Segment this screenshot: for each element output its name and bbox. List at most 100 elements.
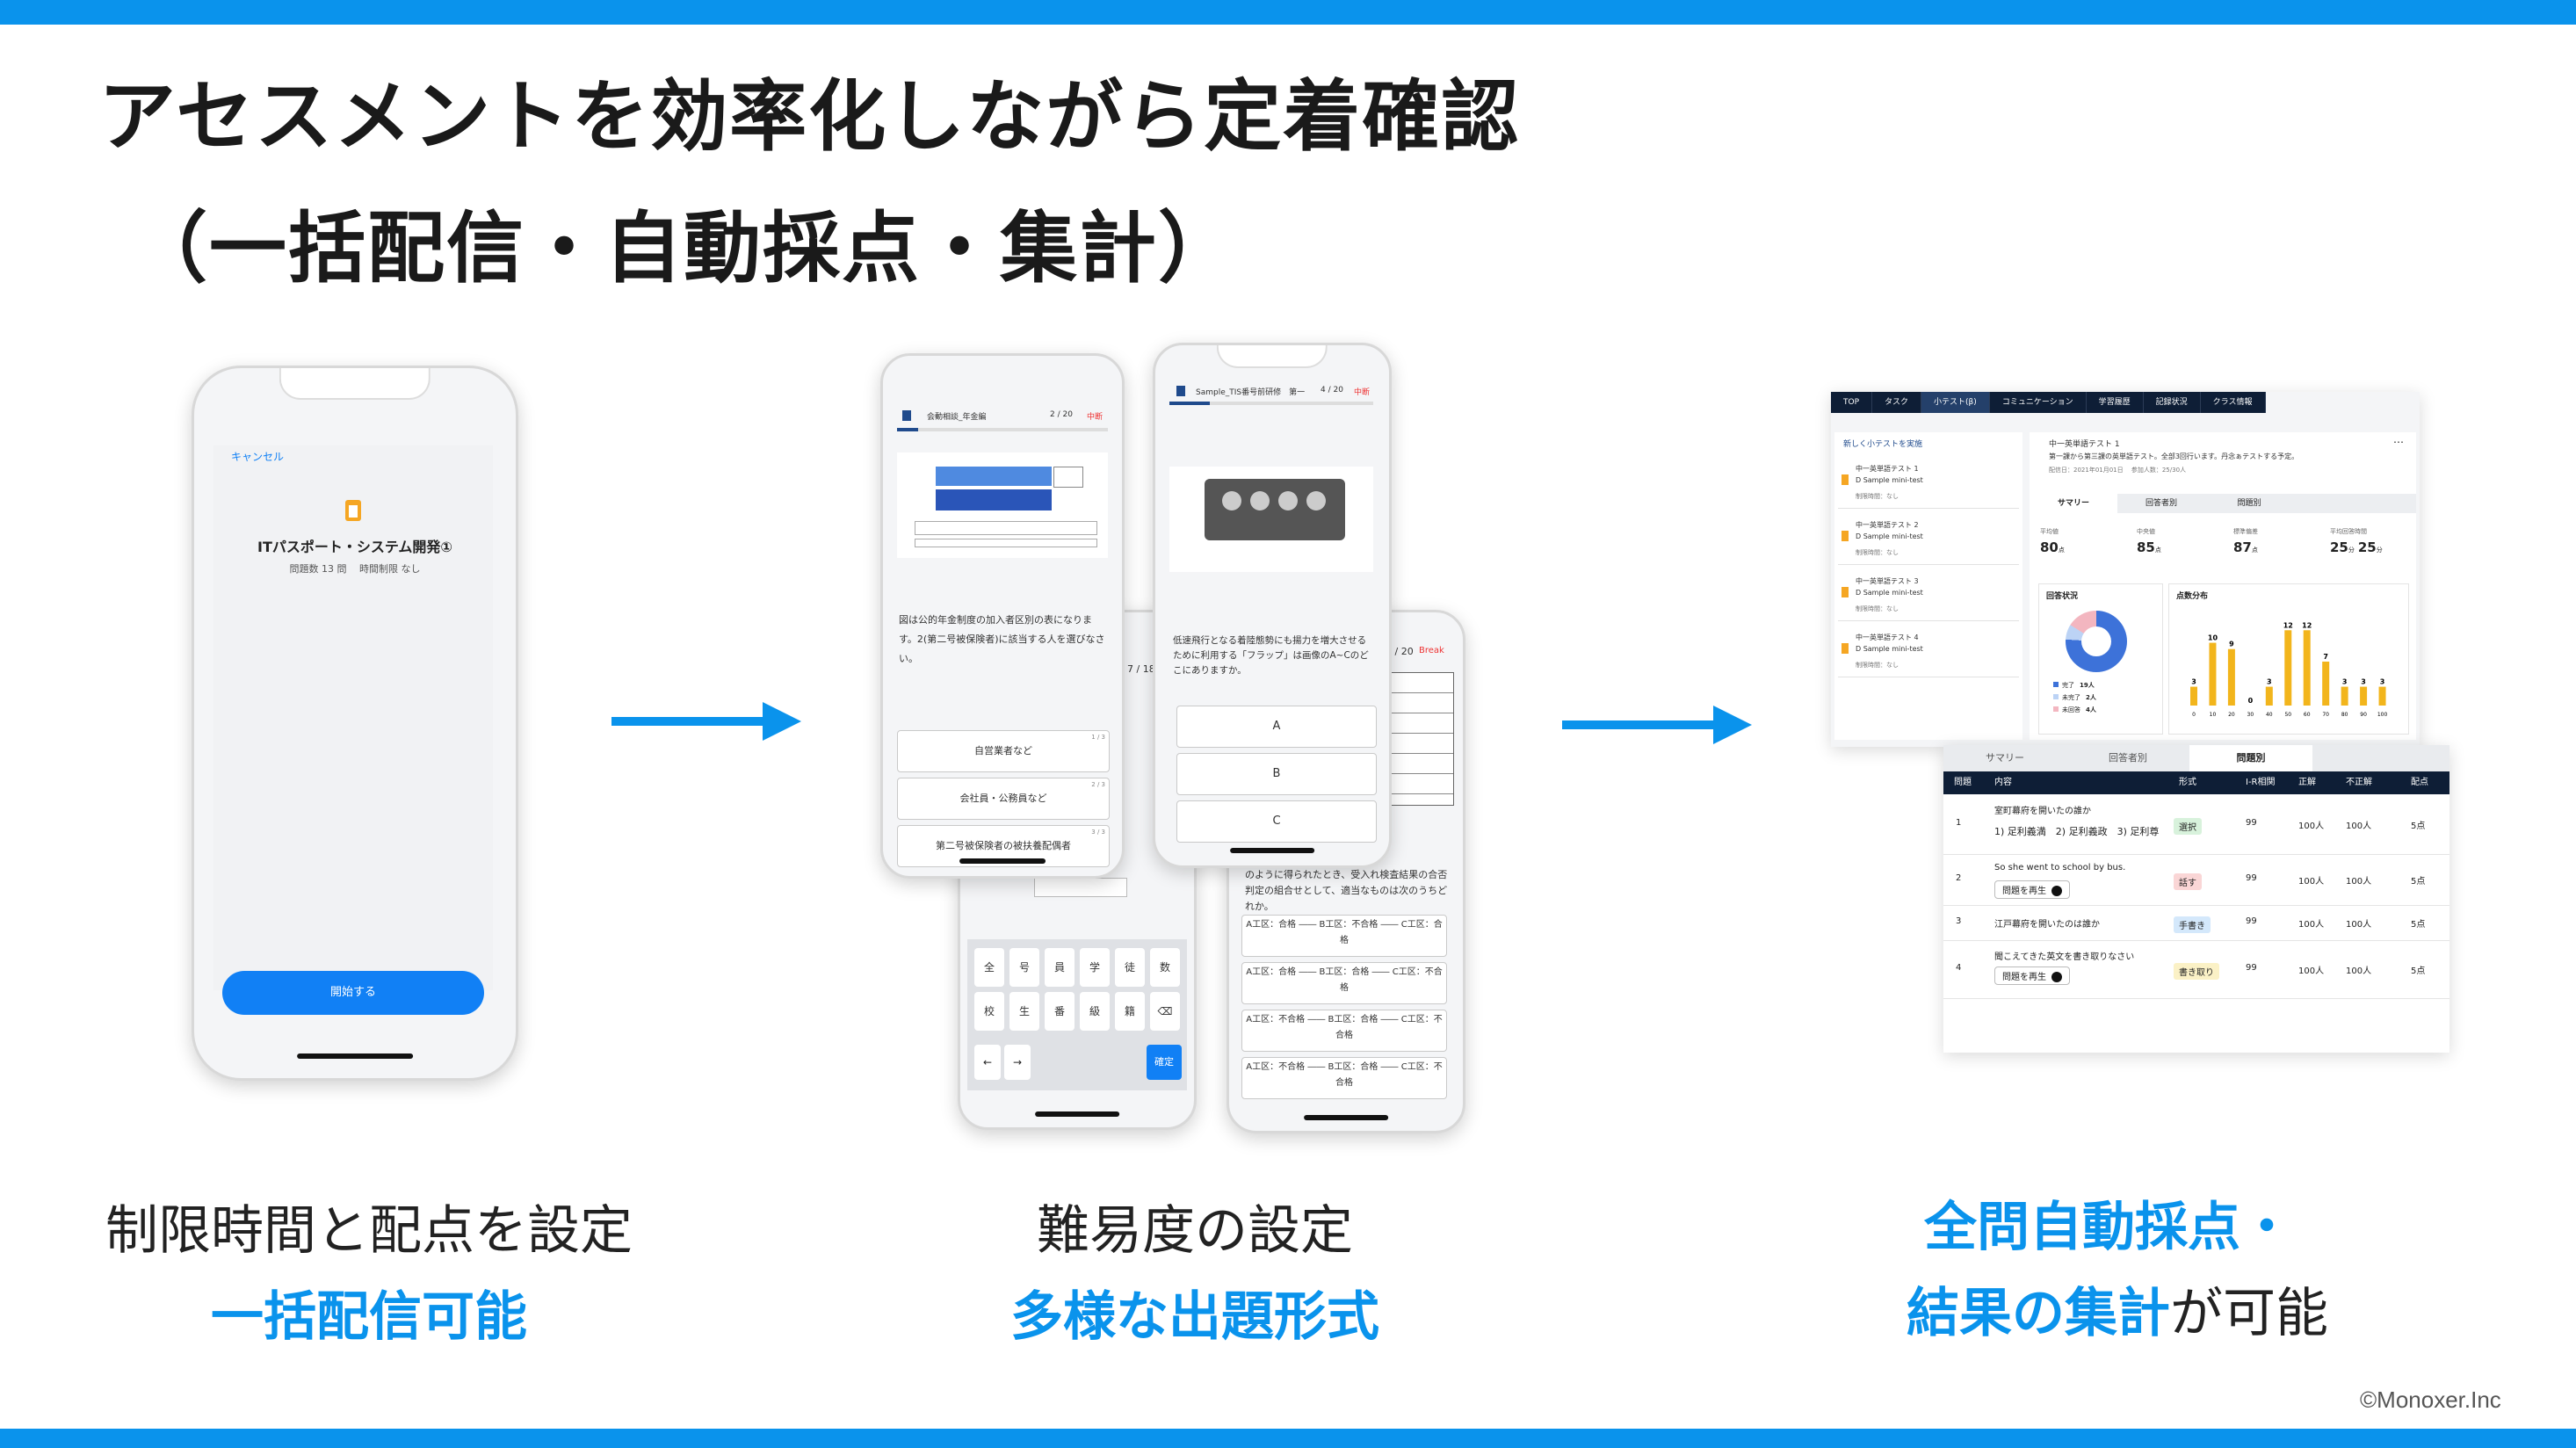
summary-tab[interactable]: 問題別	[2237, 499, 2261, 508]
stop-link[interactable]: 中断	[1087, 413, 1103, 422]
phone-notch	[1216, 345, 1328, 368]
keyboard-key[interactable]: 数	[1150, 948, 1180, 987]
cell-ng: 100人	[2346, 877, 2372, 887]
summary-tab[interactable]: 回答者別	[2145, 499, 2177, 508]
table-tab[interactable]: 問題別	[2189, 745, 2312, 771]
play-icon	[2051, 972, 2062, 982]
slide-title-line1: アセスメントを効率化しながら定着確認	[98, 71, 1521, 162]
answer-choice[interactable]: B	[1176, 753, 1377, 795]
histogram-bar	[2265, 686, 2273, 706]
keyboard-key[interactable]: 号	[1009, 948, 1039, 987]
start-button[interactable]: 開始する	[222, 971, 484, 1015]
nav-item[interactable]: TOP	[1831, 392, 1873, 413]
play-icon	[2051, 886, 2062, 896]
cancel-link[interactable]: キャンセル	[231, 451, 285, 463]
stop-link[interactable]: 中断	[1354, 388, 1371, 397]
histogram-tick-label: 60	[2304, 712, 2311, 718]
play-label: 問題を再生	[2002, 887, 2046, 896]
new-test-link[interactable]: 新しく小テストを実施	[1843, 440, 1923, 449]
table-tab[interactable]: サマリー	[1986, 752, 2024, 764]
keyboard-key[interactable]: 校	[974, 992, 1004, 1031]
nav-item[interactable]: 小テスト(β)	[1921, 392, 1990, 413]
keyboard-key[interactable]: ⌫	[1150, 992, 1180, 1031]
histogram-bar-label: 3	[2342, 678, 2348, 686]
answer-choice[interactable]: A工区：不合格 ―― B工区：合格 ―― C工区：不合格	[1241, 1010, 1447, 1052]
confirm-key[interactable]: 確定	[1147, 1045, 1182, 1080]
keyboard-key[interactable]: 生	[1009, 992, 1039, 1031]
cell-pts: 5点	[2411, 920, 2426, 930]
cell-ok: 100人	[2298, 920, 2325, 930]
question-text: 低速飛行となる着陸態勢にも揚力を増大させるために利用する「フラップ」は画像のA~…	[1173, 635, 1369, 676]
answer-choice[interactable]: A工区：不合格 ―― B工区：合格 ―― C工区：不合格	[1241, 1057, 1447, 1099]
nav-item[interactable]: クラス情報	[2201, 392, 2266, 413]
nav-item[interactable]: 学習履歴	[2087, 392, 2144, 413]
break-link[interactable]: Break	[1419, 646, 1444, 655]
top-accent-bar	[0, 0, 2576, 25]
more-icon[interactable]: ⋯	[2393, 436, 2404, 448]
cell-pts: 5点	[2411, 877, 2426, 887]
progress-bar	[1169, 402, 1373, 405]
test-item-title: 中一英単語テスト 3	[1856, 577, 1919, 585]
nav-item[interactable]: コミュニケーション	[1990, 392, 2087, 413]
summary-tab[interactable]: サマリー	[2030, 494, 2117, 513]
answer-choice[interactable]: A	[1176, 706, 1377, 748]
format-badge: 手書き	[2174, 916, 2211, 933]
nav-item[interactable]: タスク	[1872, 392, 1922, 413]
answer-choice[interactable]: A工区：合格 ―― B工区：合格 ―― C工区：不合格	[1241, 962, 1447, 1004]
histogram-bar	[2322, 662, 2330, 706]
answer-input[interactable]	[1034, 878, 1127, 897]
histogram-bar	[2209, 642, 2217, 706]
histogram-bar	[2284, 630, 2292, 706]
test-list-item[interactable]: 中一英単語テスト 3 D Sample mini-test 制限時間：なし	[1838, 569, 2019, 621]
stat-label: 平均回答時間	[2330, 528, 2367, 535]
format-badge: 話す	[2174, 873, 2202, 890]
stat-unit: 分	[2376, 547, 2383, 554]
legend-value: 19人	[2080, 682, 2095, 689]
stat-number: 25	[2330, 539, 2348, 555]
test-item-limit: 制限時間：なし	[1856, 605, 1899, 612]
keyboard-key[interactable]: 籍	[1115, 992, 1145, 1031]
play-question-button[interactable]: 問題を再生	[1994, 967, 2070, 985]
home-indicator	[1230, 848, 1314, 853]
left-arrow-key[interactable]: ←	[974, 1045, 1001, 1080]
keyboard-key[interactable]: 全	[974, 948, 1004, 987]
doc-icon	[902, 410, 911, 421]
caption-right-highlight: 結果の集計	[1907, 1283, 2170, 1344]
keyboard-key[interactable]: 徒	[1115, 948, 1145, 987]
keyboard-key[interactable]: 級	[1080, 992, 1110, 1031]
histogram-tick-label: 0	[2192, 712, 2196, 718]
keyboard-key[interactable]: 番	[1045, 992, 1075, 1031]
stat-number: 80	[2040, 539, 2059, 555]
test-item-sub: D Sample mini-test	[1856, 589, 1923, 597]
progress-bar	[897, 428, 1108, 431]
right-arrow-key[interactable]: →	[1004, 1045, 1031, 1080]
play-question-button[interactable]: 問題を再生	[1994, 880, 2070, 899]
histogram-bar-label: 3	[2191, 678, 2196, 686]
column-header: 内容	[1994, 778, 2012, 787]
nav-item[interactable]: 記録状況	[2144, 392, 2201, 413]
keyboard-key[interactable]: 員	[1045, 948, 1075, 987]
phone-test-start: キャンセル ITパスポート・システム開発① 問題数 13 問 時間制限 なし 開…	[192, 366, 518, 1081]
stat-unit: 点	[2154, 547, 2161, 554]
question-content: So she went to school by bus.	[1994, 863, 2126, 872]
table-tab[interactable]: 回答者別	[2109, 752, 2147, 764]
cell-ng: 100人	[2346, 920, 2372, 930]
answer-choice[interactable]: A工区：合格 ―― B工区：不合格 ―― C工区：合格	[1241, 915, 1447, 957]
pension-diagram-image	[897, 452, 1108, 558]
column-header: 不正解	[2346, 778, 2372, 787]
answer-choice[interactable]: C	[1176, 800, 1377, 843]
keyboard-key[interactable]: 学	[1080, 948, 1110, 987]
cell-ok: 100人	[2298, 822, 2325, 831]
question-number: 1	[1956, 818, 1962, 828]
question-content: 江戸幕府を開いたのは誰か	[1994, 920, 2100, 930]
